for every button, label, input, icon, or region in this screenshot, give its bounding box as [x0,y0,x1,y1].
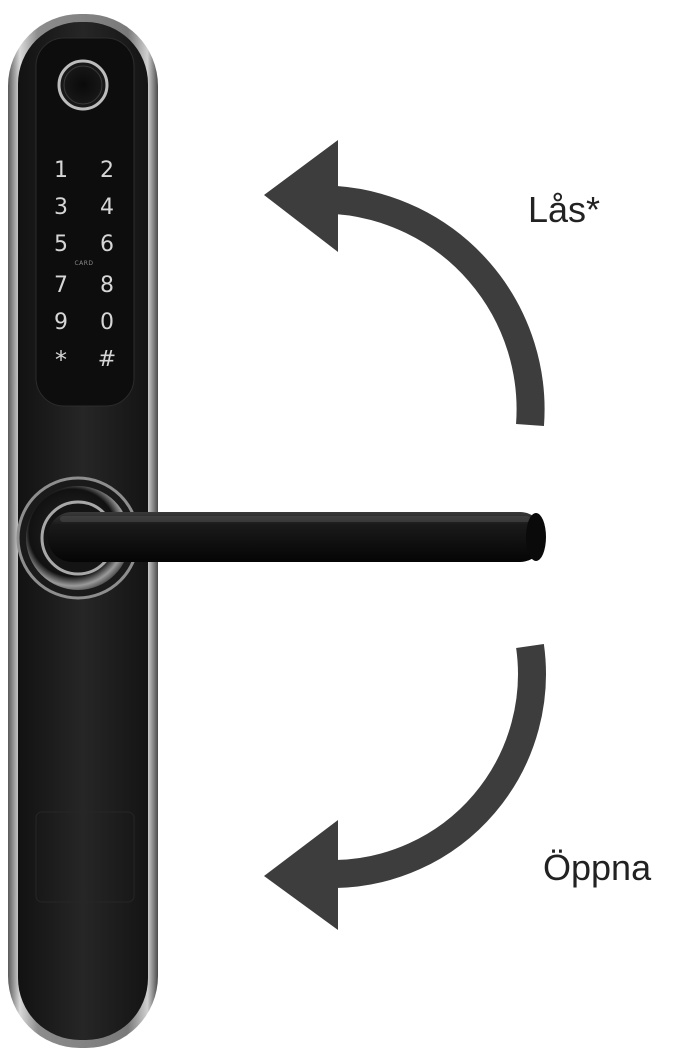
keypad-key[interactable]: 2 [100,158,114,183]
keypad: 1 2 3 4 5 6 CARD 7 8 9 0 * # [54,158,116,374]
keypad-key[interactable]: 6 [100,232,114,257]
keypad-key[interactable]: * [55,346,67,374]
open-label: Öppna [543,847,652,888]
lock-arrow-icon [264,140,545,427]
keypad-key[interactable]: 1 [54,158,68,183]
keypad-key[interactable]: # [98,347,116,372]
keypad-key[interactable]: 4 [100,195,114,220]
keypad-key[interactable]: 5 [54,232,68,257]
keypad-key[interactable]: 9 [54,310,68,335]
keypad-panel [35,37,135,407]
lever-handle[interactable] [48,512,546,562]
keypad-key[interactable]: 8 [100,273,114,298]
card-reader-area [35,811,135,903]
keypad-key[interactable]: 3 [54,195,68,220]
card-reader-label: CARD [74,260,93,267]
lock-label: Lås* [528,189,600,230]
keypad-key[interactable]: 7 [54,273,68,298]
keypad-key[interactable]: 0 [100,310,114,335]
fingerprint-sensor-icon[interactable] [57,59,109,111]
open-arrow-icon [264,644,546,930]
